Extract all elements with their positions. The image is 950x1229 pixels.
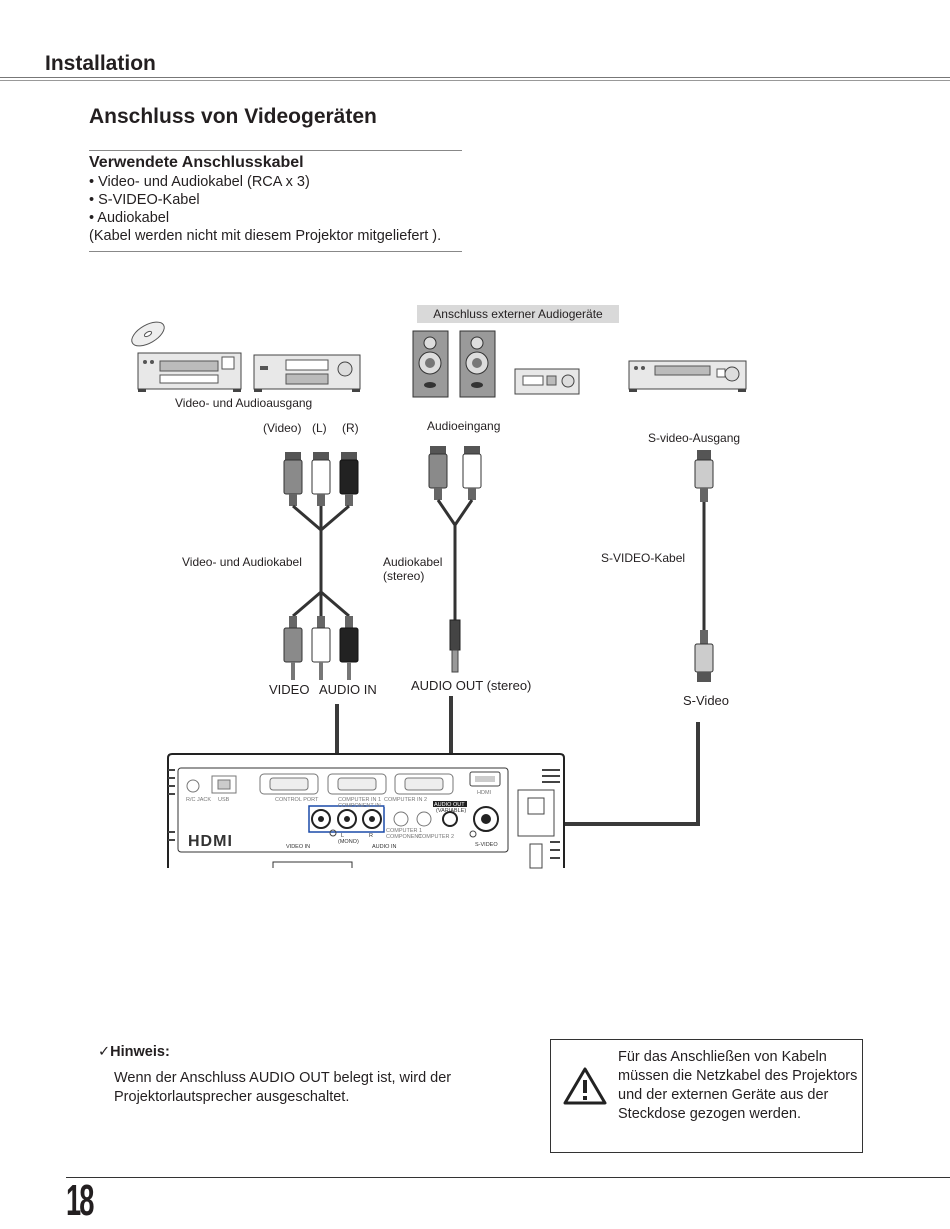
cable-item: • Video- und Audiokabel (RCA x 3) xyxy=(89,174,310,190)
hdmi-port-label: HDMI xyxy=(477,790,492,796)
r-label: R xyxy=(369,833,373,839)
dvd-player-icon xyxy=(137,352,242,392)
audio-cable xyxy=(428,446,482,673)
svideo-cable xyxy=(694,450,714,682)
variable-label: (VARIABLE) xyxy=(436,808,466,814)
audio-in-panel-label: AUDIO IN xyxy=(372,844,396,850)
l-label: L xyxy=(341,833,344,839)
audio-input-label: Audioeingang xyxy=(427,419,501,433)
header-rule-secondary xyxy=(0,80,950,81)
usb-label: USB xyxy=(218,797,230,803)
computer-in2-label: COMPUTER IN 2 xyxy=(384,797,427,803)
control-port-label: CONTROL PORT xyxy=(275,797,319,803)
plug-r-label: (R) xyxy=(342,421,359,435)
arrow-svideo xyxy=(485,722,700,844)
speaker-right-icon xyxy=(459,330,496,398)
audio-cable-label: Audiokabel xyxy=(383,555,443,569)
computer1-label: COMPUTER 1 xyxy=(386,828,422,834)
video-audio-cable-label: Video- und Audiokabel xyxy=(182,555,302,569)
section-title: Installation xyxy=(45,52,156,75)
svideo-output-label: S-video-Ausgang xyxy=(648,431,741,445)
plug-l-label: (L) xyxy=(312,421,327,435)
svideo-source-icon xyxy=(628,360,747,392)
rca-plugs-top xyxy=(283,452,359,560)
svideo-cable-label: S-VIDEO-Kabel xyxy=(601,551,686,565)
page-number: 18 xyxy=(66,1176,94,1225)
svideo-panel-label: S-VIDEO xyxy=(475,842,498,848)
speaker-left-icon xyxy=(412,330,449,398)
cable-item: • S-VIDEO-Kabel xyxy=(89,192,200,208)
mono-label: (MONO) xyxy=(338,839,359,845)
vcr-icon xyxy=(253,354,361,392)
page-heading: Anschluss von Videogeräten xyxy=(89,105,377,128)
video-audio-output-label: Video- und Audioausgang xyxy=(175,396,313,410)
audio-out-panel-label: AUDIO OUT xyxy=(434,802,465,808)
warning-box: Für das Anschließen von Kabeln müssen di… xyxy=(550,1039,863,1153)
external-audio-label: Anschluss externer Audiogeräte xyxy=(417,305,619,323)
warning-text: Für das Anschließen von Kabeln müssen di… xyxy=(618,1049,858,1122)
note-title-text: Hinweis: xyxy=(110,1044,170,1060)
footer-rule xyxy=(66,1177,950,1178)
computer2-label: COMPUTER 2 xyxy=(418,834,454,840)
cables-title: Verwendete Anschlusskabel xyxy=(89,154,304,171)
cables-box: Verwendete Anschlusskabel • Video- und A… xyxy=(89,150,462,252)
cable-item: • Audiokabel xyxy=(89,210,170,226)
plug-video-label: (Video) xyxy=(263,421,302,435)
audio-out-stereo-label: AUDIO OUT (stereo) xyxy=(411,678,532,693)
hdmi-logo: HDMI xyxy=(188,833,233,850)
ir-jack-label: R/C JACK xyxy=(186,797,211,803)
cd-disc-icon xyxy=(131,321,165,347)
header-rule xyxy=(0,77,950,78)
amplifier-icon xyxy=(514,368,580,395)
warning-icon xyxy=(563,1067,607,1105)
projector-panel xyxy=(167,753,565,869)
video-label: VIDEO xyxy=(269,682,310,697)
computer-in1-label: COMPUTER IN 1 xyxy=(338,797,381,803)
note-title: ✓Hinweis: xyxy=(98,1044,170,1060)
rca-plugs-bottom xyxy=(283,560,359,680)
audio-in-label: AUDIO IN xyxy=(319,682,377,697)
component-in-label: COMPONENT IN xyxy=(338,803,381,809)
monitor-out-label: MONITOR OUT xyxy=(384,803,424,809)
svideo-label: S-Video xyxy=(683,693,730,708)
audio-cable-stereo-label: (stereo) xyxy=(383,569,425,583)
connection-diagram: R/C JACK USB CONTROL PORT COMPUTER IN 1 … xyxy=(131,321,747,869)
video-in-label: VIDEO IN xyxy=(286,844,310,850)
cable-note: (Kabel werden nicht mit diesem Projektor… xyxy=(89,228,442,244)
checkmark-icon: ✓ xyxy=(98,1044,111,1060)
note-text: Wenn der Anschluss AUDIO OUT belegt ist,… xyxy=(114,1070,452,1105)
component-label: COMPONENT xyxy=(386,834,422,840)
